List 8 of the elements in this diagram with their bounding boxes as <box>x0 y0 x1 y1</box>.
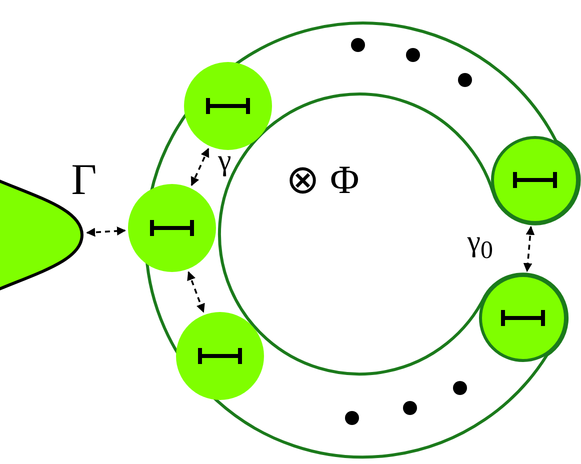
flux-label: ⊗ Φ <box>286 160 360 200</box>
coupling-arrow <box>187 271 205 313</box>
coupling-arrow <box>190 148 210 186</box>
coupling-arrow <box>86 226 126 237</box>
coupling-arrow <box>523 226 535 272</box>
coupling-label: γ <box>218 146 232 176</box>
coupling-label: Γ <box>71 158 97 202</box>
coupling-label: γ$_{0}$ <box>467 227 493 263</box>
